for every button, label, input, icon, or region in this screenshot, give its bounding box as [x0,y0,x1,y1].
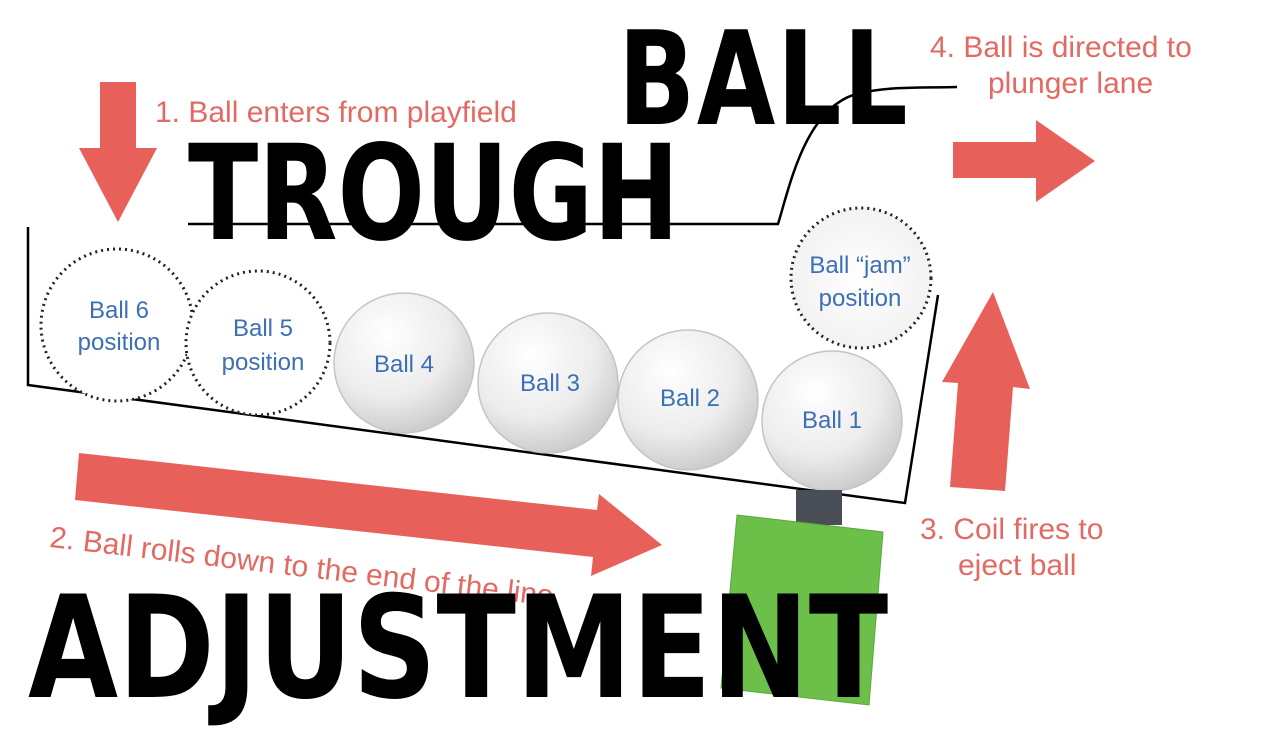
ball-5-label-line2: position [222,349,305,376]
ball-4 [333,292,475,434]
eject-arrow [942,292,1030,491]
coil [720,514,884,706]
coil-plunger [796,490,842,525]
trough-wall [26,227,940,505]
ball-2 [617,329,759,471]
step-4-line-2: plunger lane [988,67,1154,100]
step-4-caption: 4. Ball is directed to plunger lane [930,30,1192,102]
plunger-arrow [953,120,1095,202]
step-3-line-1: 3. Coil fires to [920,513,1104,546]
headline-trough: TROUGH [188,117,680,271]
ball-6-label-line2: position [78,329,161,356]
ball-1-label: Ball 1 [802,407,862,434]
headline-ball: BALL [618,3,910,155]
ball-5-label-line1: Ball 5 [233,315,293,342]
step-1-caption: 1. Ball enters from playfield [155,96,517,129]
step-3-caption: 3. Coil fires to eject ball [920,512,1103,584]
ball-2-label: Ball 2 [660,385,720,412]
ball-5-position-marker [184,269,332,417]
roll-arrow [75,453,662,576]
step-4-line-1: 4. Ball is directed to [930,31,1192,64]
ball-3 [477,312,619,454]
ball-6-position-marker [39,247,195,403]
jam-label-line1: Ball “jam” [809,252,910,279]
entry-arrow [79,82,157,222]
jam-label-line2: position [819,285,902,312]
ball-4-label: Ball 4 [374,351,434,378]
trough-top-rail [188,85,958,226]
headline-adjustment: ADJUSTMENT [28,566,889,731]
ball-6-label-line1: Ball 6 [89,297,149,324]
ball-3-label: Ball 3 [520,370,580,397]
jam-position-marker [789,206,933,350]
step-3-line-2: eject ball [958,549,1077,582]
